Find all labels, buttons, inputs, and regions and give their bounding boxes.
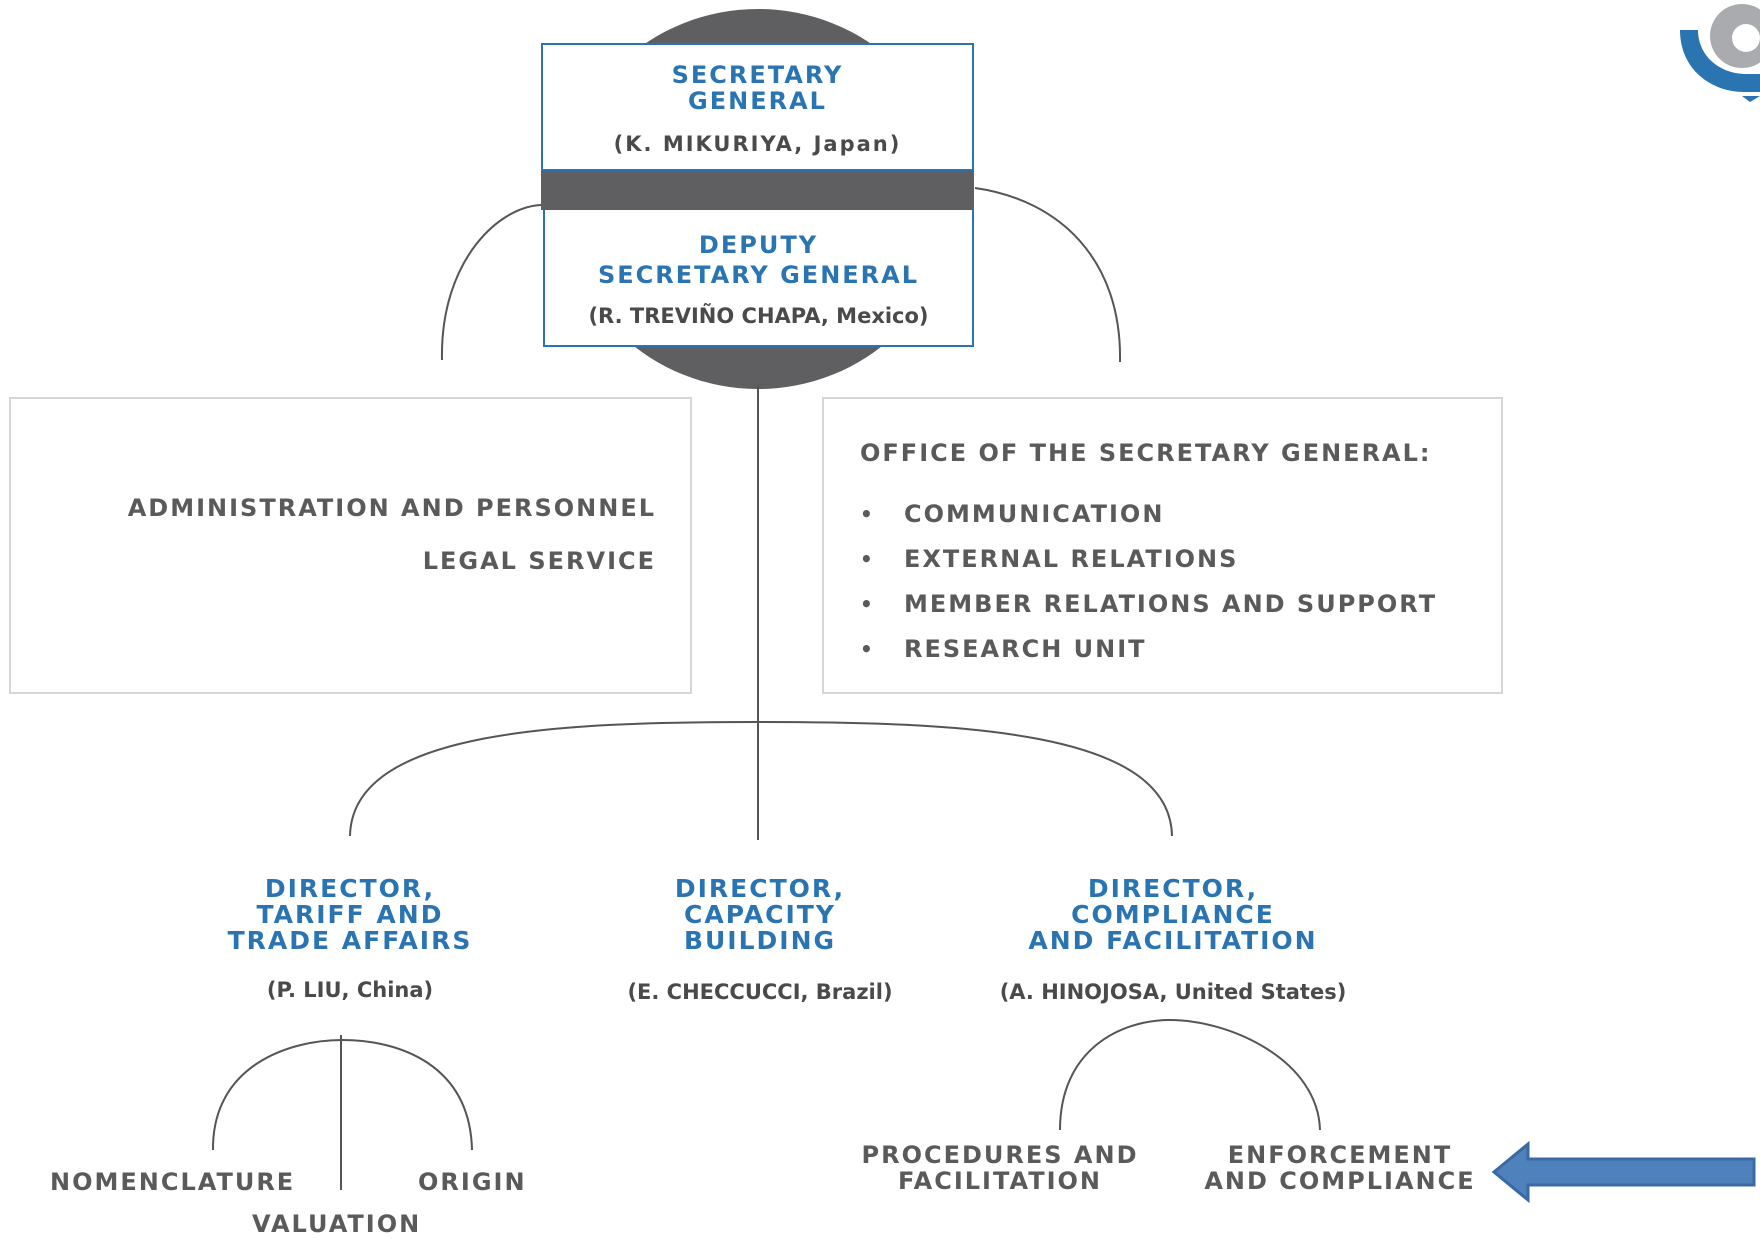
wco-logo-icon bbox=[1680, 4, 1760, 102]
sg-title-line2: GENERAL bbox=[688, 87, 827, 115]
office-item: •EXTERNAL RELATIONS bbox=[860, 544, 1239, 573]
director-compliance-name: (A. HINOJOSA, United States) bbox=[999, 980, 1347, 1004]
left-arrow-icon bbox=[1491, 1140, 1756, 1204]
left-panel: ADMINISTRATION AND PERSONNEL LEGAL SERVI… bbox=[9, 397, 692, 694]
unit-enforcement-compliance: ENFORCEMENT AND COMPLIANCE bbox=[1190, 1142, 1490, 1194]
office-item-communication: COMMUNICATION bbox=[904, 499, 1165, 528]
director-tariff-line2: TARIFF AND bbox=[256, 900, 444, 929]
unit-valuation: VALUATION bbox=[252, 1210, 422, 1238]
unit-procedures-line1: PROCEDURES AND bbox=[861, 1141, 1139, 1169]
divider-bar bbox=[541, 171, 974, 210]
director-tariff-line1: DIRECTOR, bbox=[264, 874, 436, 903]
director-capacity: DIRECTOR, CAPACITY BUILDING (E. CHECCUCC… bbox=[600, 874, 920, 1005]
deputy-secretary-general-box: DEPUTY SECRETARY GENERAL (R. TREVIÑO CHA… bbox=[543, 210, 974, 347]
arc-left-panel bbox=[440, 204, 544, 361]
unit-enforcement-line2: AND COMPLIANCE bbox=[1204, 1167, 1476, 1195]
director-tariff: DIRECTOR, TARIFF AND TRADE AFFAIRS (P. L… bbox=[190, 874, 510, 1003]
dsg-title-line1: DEPUTY bbox=[698, 231, 819, 259]
director-capacity-line1: DIRECTOR, bbox=[674, 874, 846, 903]
director-compliance-line2: COMPLIANCE bbox=[1071, 900, 1275, 929]
dsg-name: (R. TREVIÑO CHAPA, Mexico) bbox=[588, 304, 929, 328]
admin-personnel-label: ADMINISTRATION AND PERSONNEL bbox=[127, 494, 656, 522]
sg-title-line1: SECRETARY bbox=[671, 61, 844, 89]
director-tariff-name: (P. LIU, China) bbox=[266, 978, 434, 1002]
sg-name: (K. MIKURIYA, Japan) bbox=[613, 132, 902, 156]
right-panel: OFFICE OF THE SECRETARY GENERAL: •COMMUN… bbox=[822, 397, 1503, 694]
secretary-general-box: SECRETARY GENERAL (K. MIKURIYA, Japan) bbox=[541, 43, 974, 171]
director-capacity-line2: CAPACITY bbox=[684, 900, 836, 929]
director-compliance-line1: DIRECTOR, bbox=[1087, 874, 1259, 903]
unit-enforcement-line1: ENFORCEMENT bbox=[1227, 1141, 1453, 1169]
unit-procedures-facilitation: PROCEDURES AND FACILITATION bbox=[855, 1142, 1145, 1194]
office-item: •COMMUNICATION bbox=[860, 499, 1165, 528]
director-compliance-line3: AND FACILITATION bbox=[1028, 926, 1318, 955]
director-capacity-name: (E. CHECCUCCI, Brazil) bbox=[627, 980, 893, 1004]
arc-directors bbox=[349, 720, 1173, 837]
office-item-external-relations: EXTERNAL RELATIONS bbox=[904, 544, 1239, 573]
director-compliance: DIRECTOR, COMPLIANCE AND FACILITATION (A… bbox=[978, 874, 1368, 1005]
unit-nomenclature: NOMENCLATURE bbox=[50, 1168, 296, 1196]
arc-compliance-units bbox=[1059, 1018, 1321, 1131]
arc-tariff-units bbox=[211, 1038, 473, 1151]
unit-procedures-line2: FACILITATION bbox=[898, 1167, 1102, 1195]
office-item: •MEMBER RELATIONS AND SUPPORT bbox=[860, 589, 1438, 618]
arc-right-panel bbox=[974, 187, 1122, 363]
office-item-member-relations: MEMBER RELATIONS AND SUPPORT bbox=[904, 589, 1438, 618]
office-item-research-unit: RESEARCH UNIT bbox=[904, 634, 1147, 663]
office-heading: OFFICE OF THE SECRETARY GENERAL: bbox=[860, 439, 1432, 467]
director-capacity-line3: BUILDING bbox=[683, 926, 837, 955]
office-item: •RESEARCH UNIT bbox=[860, 634, 1147, 663]
director-tariff-line3: TRADE AFFAIRS bbox=[227, 926, 473, 955]
legal-service-label: LEGAL SERVICE bbox=[422, 547, 656, 575]
unit-origin: ORIGIN bbox=[418, 1168, 527, 1196]
dsg-title-line2: SECRETARY GENERAL bbox=[597, 261, 920, 289]
